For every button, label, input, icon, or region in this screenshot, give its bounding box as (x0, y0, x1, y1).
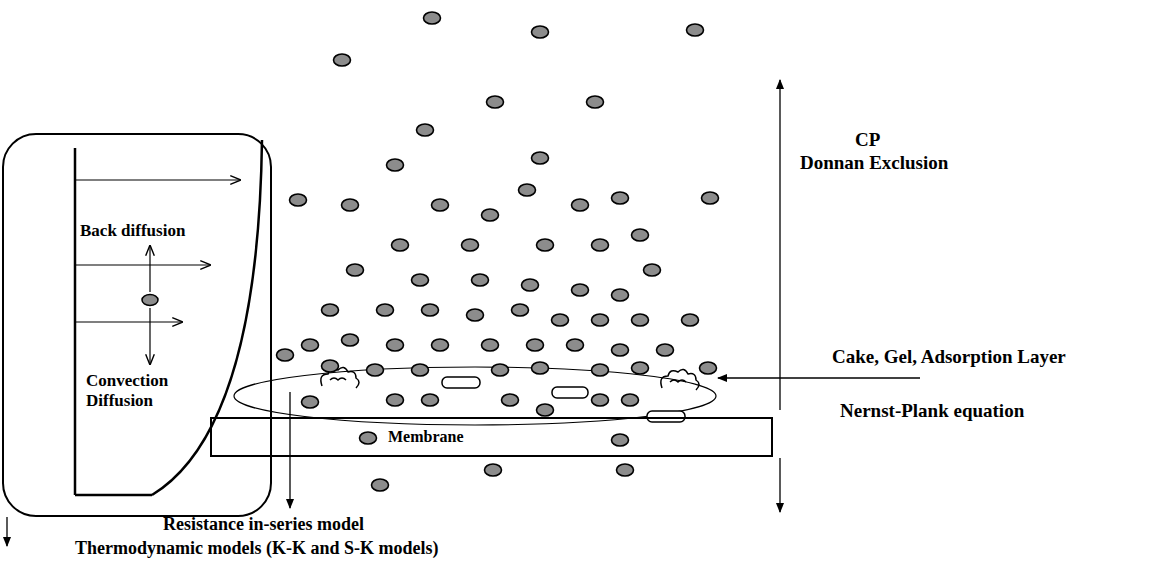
particle (417, 124, 434, 136)
leader-arrow (6, 517, 7, 546)
particle (422, 304, 439, 316)
particle (142, 295, 158, 306)
particle (502, 394, 519, 406)
particle (377, 304, 394, 316)
particle (532, 362, 549, 374)
particle (632, 229, 649, 241)
particle (342, 199, 359, 211)
particle (387, 159, 404, 171)
particle (424, 12, 441, 24)
particle (422, 394, 439, 406)
node-label: Back diffusion (80, 221, 185, 241)
particle (644, 264, 661, 276)
particle (485, 464, 502, 476)
model-label: Resistance in-series model (163, 514, 364, 535)
particle (347, 264, 364, 276)
particle (567, 339, 584, 351)
particle (612, 344, 629, 356)
layer-label: Cake, Gel, Adsorption Layer (832, 346, 1066, 368)
particle (572, 199, 589, 211)
foulant (552, 387, 588, 398)
leader-arrow (289, 392, 290, 508)
cp-label: CP (855, 129, 880, 151)
particle (277, 349, 294, 361)
particle (387, 394, 404, 406)
particle (572, 284, 589, 296)
back-diffusion-arrow (149, 246, 150, 292)
particle (302, 396, 319, 408)
particle (467, 309, 484, 321)
particle (519, 184, 536, 196)
cp-arrow (779, 80, 780, 410)
particle (687, 24, 704, 36)
donnan-label: Donnan Exclusion (800, 152, 948, 174)
particle (682, 314, 699, 326)
equation-label: Nernst-Plank equation (840, 400, 1024, 422)
particle (527, 339, 544, 351)
particle (622, 394, 639, 406)
flux-arrow (779, 458, 780, 512)
particle (537, 239, 554, 251)
profile-box: Back diffusionConvection Diffusion (2, 133, 272, 517)
velocity-profile (152, 140, 262, 495)
particle (334, 54, 351, 66)
particle (592, 239, 609, 251)
particle (632, 362, 649, 374)
particle (322, 360, 339, 372)
particle (482, 209, 499, 221)
particle (592, 394, 609, 406)
node-sublabel: Convection Diffusion (86, 371, 186, 410)
leader-arrow (718, 377, 920, 378)
particles (277, 12, 719, 491)
particle (487, 96, 504, 108)
particle (532, 26, 549, 38)
particle (552, 314, 569, 326)
particle (392, 239, 409, 251)
particle (367, 364, 384, 376)
particle (657, 344, 674, 356)
profile-axis (75, 494, 152, 497)
particle (432, 339, 449, 351)
particle (522, 279, 539, 291)
particle (462, 239, 479, 251)
particle (372, 479, 389, 491)
particle (482, 339, 499, 351)
particle (700, 362, 717, 374)
particle (512, 304, 529, 316)
particle (412, 274, 429, 286)
particle (360, 432, 377, 444)
particle (612, 192, 629, 204)
particle (432, 199, 449, 211)
particle (702, 192, 719, 204)
convection-arrow (149, 308, 150, 364)
particle (587, 96, 604, 108)
velocity-arrow (75, 321, 182, 322)
particle (290, 194, 307, 206)
particle (532, 152, 549, 164)
particle (492, 364, 509, 376)
membrane: Membrane (210, 417, 773, 457)
particle (387, 339, 404, 351)
particle (537, 404, 554, 416)
particle (632, 314, 649, 326)
foulant (661, 369, 699, 390)
particle (472, 274, 489, 286)
particle (617, 464, 634, 476)
particle (322, 304, 339, 316)
particle (302, 339, 319, 351)
velocity-arrow (75, 179, 240, 180)
velocity-arrow (75, 264, 210, 265)
model-label: Thermodynamic models (K-K and S-K models… (75, 538, 439, 559)
particle (592, 364, 609, 376)
foulant (442, 377, 480, 388)
particle (412, 364, 429, 376)
particle (592, 314, 609, 326)
particle (612, 289, 629, 301)
node-label: Membrane (388, 428, 464, 446)
particle (612, 434, 629, 446)
particle (342, 334, 359, 346)
